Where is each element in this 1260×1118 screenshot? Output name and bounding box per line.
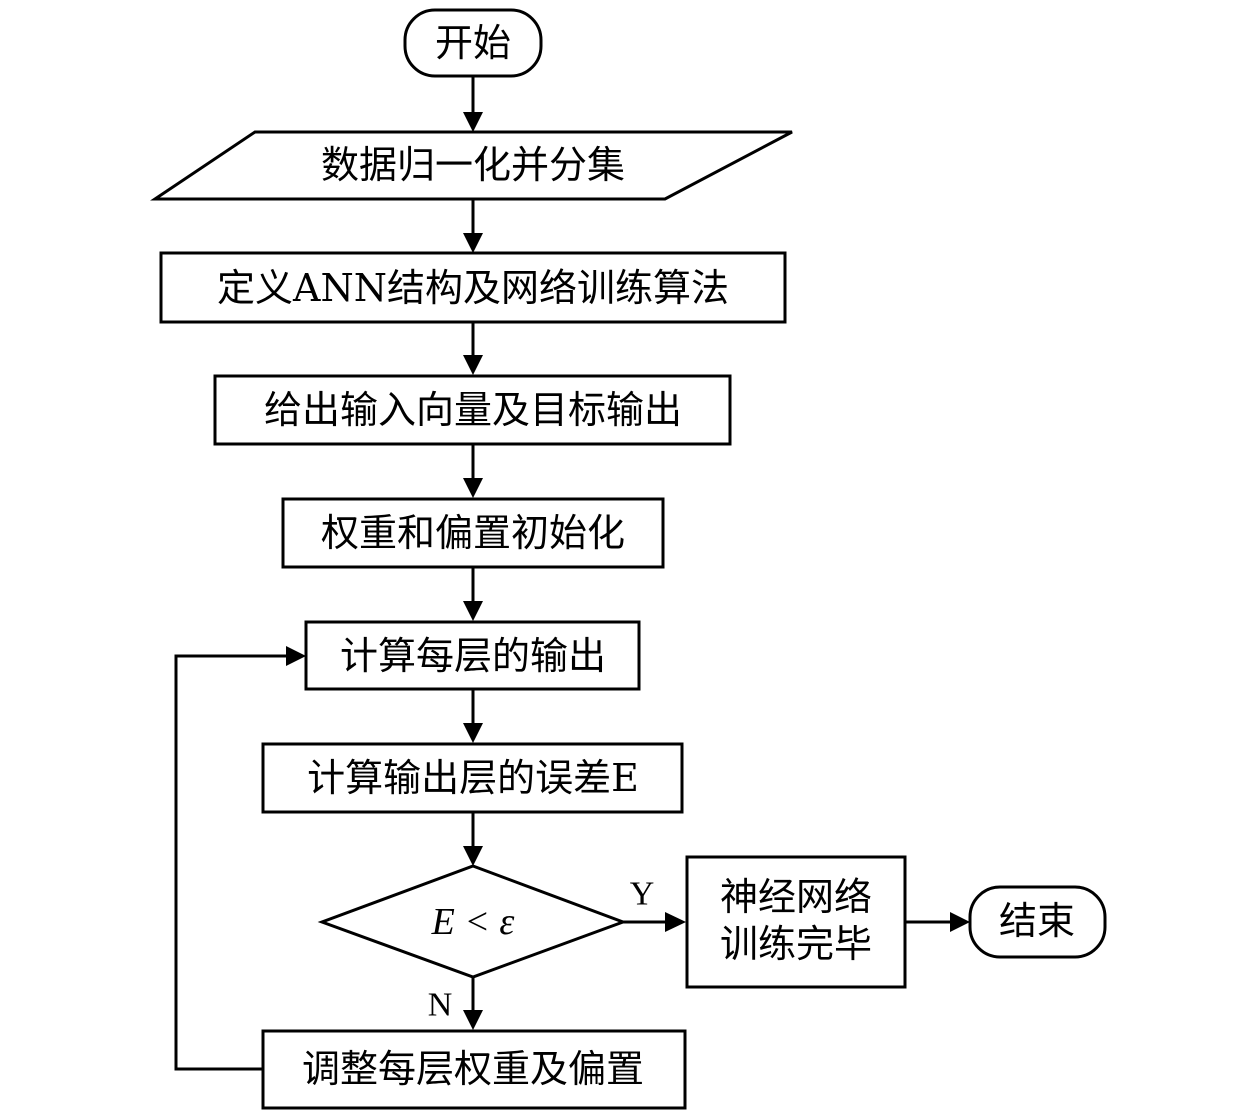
arrowhead (463, 723, 483, 743)
arrowhead (463, 1010, 483, 1030)
no-label: N (428, 987, 453, 1024)
define-label: 定义ANN结构及网络训练算法 (217, 266, 729, 310)
training-done-label-line1: 神经网络 (720, 875, 872, 919)
input-node (213, 374, 732, 446)
adjust-label: 调整每层权重及偏置 (302, 1047, 644, 1091)
compute-layers-label: 计算每层的输出 (340, 634, 606, 678)
arrowhead (463, 233, 483, 253)
training-done-label-line2: 训练完毕 (720, 922, 872, 966)
input-label: 给出输入向量及目标输出 (264, 388, 682, 432)
compute-layers-node (304, 620, 641, 691)
arrowhead (463, 846, 483, 866)
compute-error-label: 计算输出层的误差E (307, 756, 639, 800)
start-label: 开始 (435, 21, 511, 65)
arrowhead (665, 912, 686, 932)
end-node (968, 885, 1107, 959)
define-node (159, 251, 787, 324)
loop-back-arrow (174, 654, 288, 1071)
adjust-node (261, 1029, 687, 1110)
arrowhead (463, 478, 483, 498)
init-label: 权重和偏置初始化 (321, 511, 625, 555)
yes-label: Y (630, 876, 655, 913)
arrowhead (950, 912, 970, 932)
arrowhead (463, 601, 483, 621)
compute-error-node (261, 742, 684, 814)
end-label: 结束 (999, 899, 1075, 943)
decision-label: E < ε (431, 901, 515, 943)
normalize-label: 数据归一化并分集 (321, 143, 625, 187)
arrowhead (463, 355, 483, 375)
normalize-node (150, 130, 793, 201)
init-node (281, 497, 665, 569)
arrowhead (286, 646, 306, 666)
arrowhead (463, 112, 483, 132)
